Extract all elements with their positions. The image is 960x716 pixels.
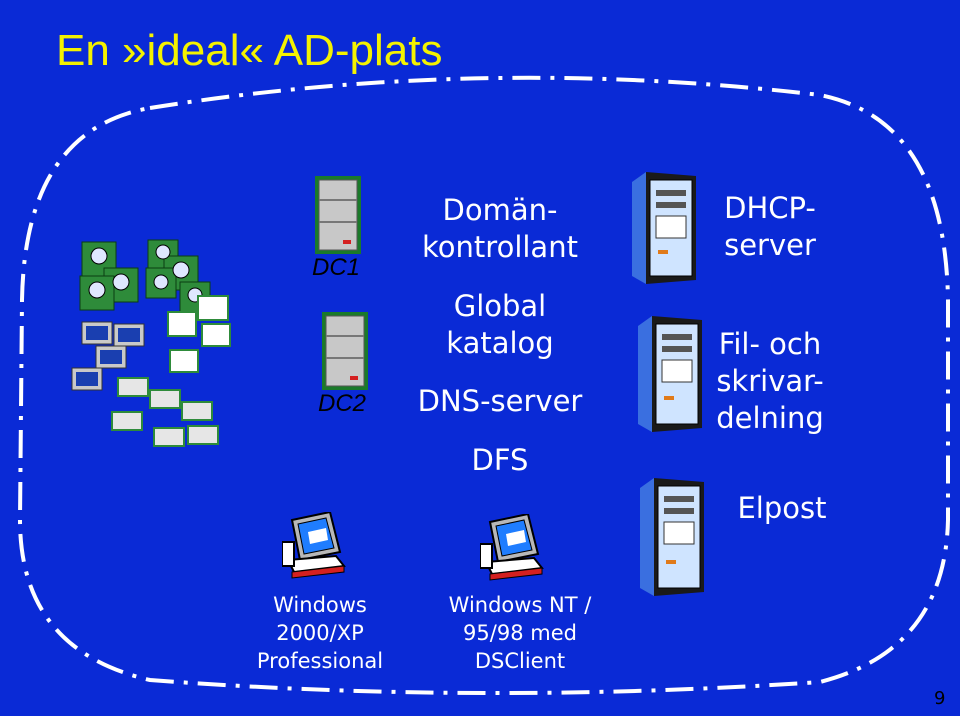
tower-server-icon [638, 316, 702, 432]
win2000-client-label: Windows 2000/XP Professional [256, 593, 384, 673]
file-print-sharing-label: Fil- och skrivar- delning [716, 327, 824, 436]
dc1-label: DC1 [312, 254, 361, 281]
dhcp-server-label: DHCP- server [724, 191, 816, 263]
winnt-client-label: Windows NT / 95/98 med DSClient [448, 593, 592, 673]
dc2-server-icon [322, 312, 368, 390]
dfs-label: DFS [471, 443, 529, 477]
email-label: Elpost [737, 491, 827, 525]
dc1-server-icon [315, 176, 361, 254]
tower-server-icon [640, 478, 704, 596]
page-number: 9 [934, 688, 946, 709]
dns-server-label: DNS-server [417, 384, 583, 418]
tower-server-icon [632, 172, 696, 284]
desktop-computer-icon [282, 512, 346, 579]
domain-controller-label: Domän- kontrollant [422, 193, 578, 265]
users-computers-printers-icon [71, 239, 231, 447]
slide-title: En »ideal« AD-plats [56, 26, 443, 75]
desktop-computer-icon [480, 514, 544, 581]
global-catalog-label: Global katalog [446, 289, 554, 361]
dc2-label: DC2 [318, 390, 367, 417]
